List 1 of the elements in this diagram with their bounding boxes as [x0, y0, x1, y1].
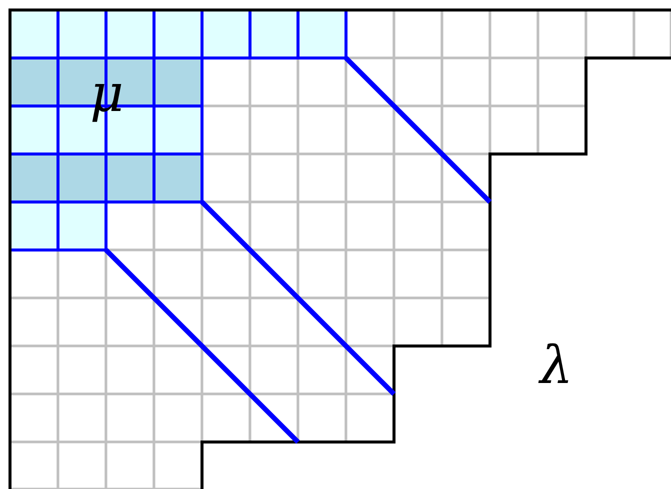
shape-label: λ	[540, 340, 573, 392]
